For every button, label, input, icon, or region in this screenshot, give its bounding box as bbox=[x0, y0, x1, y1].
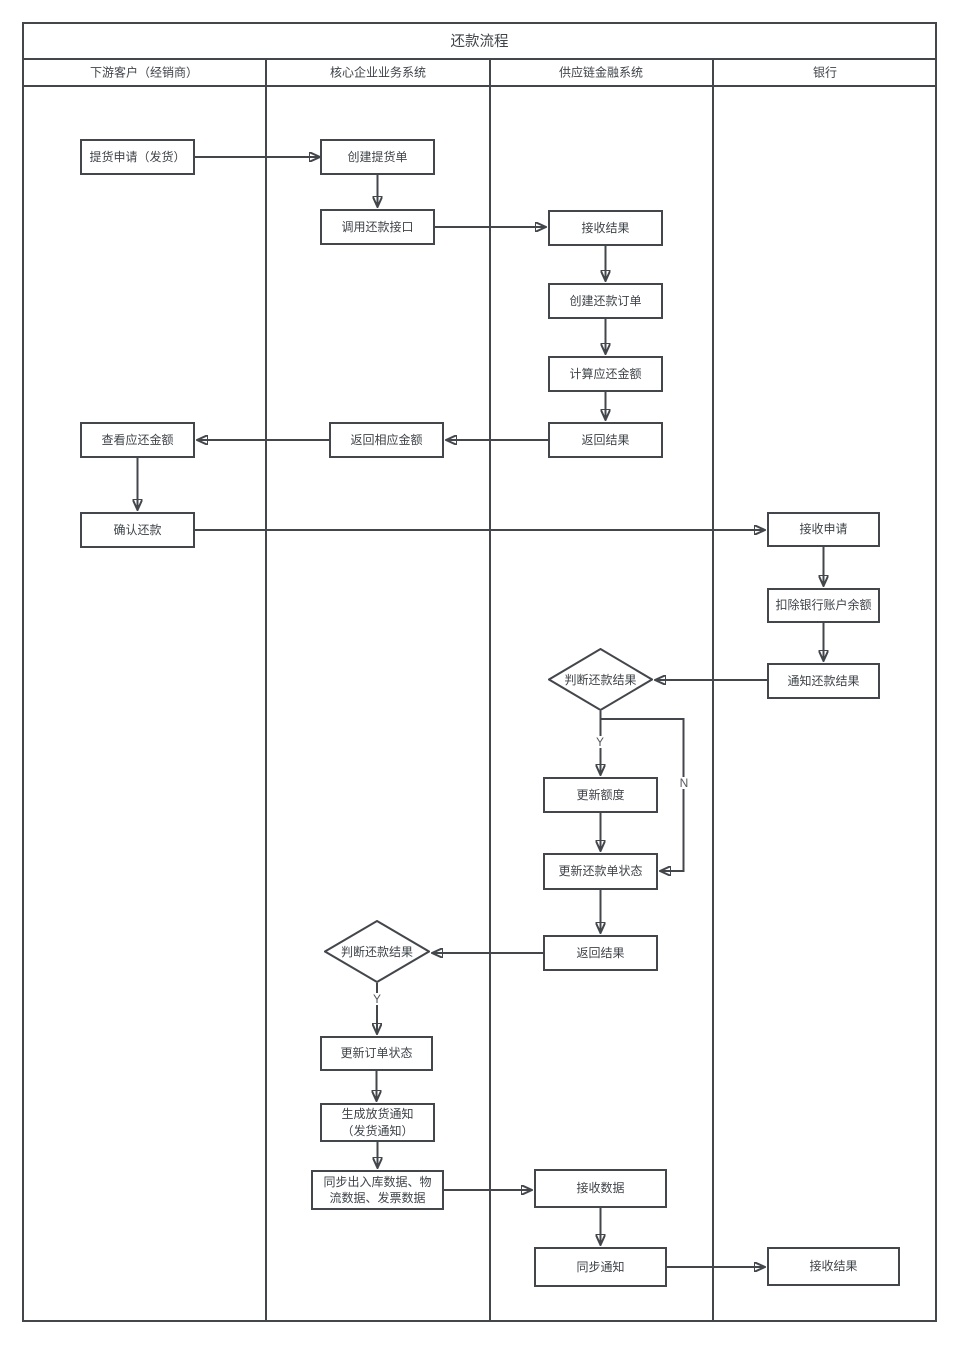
lane-header-bank: 银行 bbox=[812, 65, 838, 80]
branch-label-yes-core: Y bbox=[370, 992, 384, 1006]
node-pickup-request: 提货申请（发货） bbox=[80, 139, 195, 175]
diamond-shape bbox=[548, 648, 653, 711]
node-receive-application: 接收申请 bbox=[767, 512, 880, 547]
node-update-quota: 更新额度 bbox=[543, 777, 658, 813]
node-view-repayable-amount: 查看应还金额 bbox=[80, 422, 195, 458]
node-create-repayment-order: 创建还款订单 bbox=[548, 283, 663, 319]
title-separator-line bbox=[24, 58, 935, 60]
decision-judge-repayment-result-scf: 判断还款结果 bbox=[548, 648, 653, 711]
node-sync-notice: 同步通知 bbox=[534, 1247, 667, 1287]
branch-label-yes-scf: Y bbox=[593, 735, 607, 749]
decision-label: 判断还款结果 bbox=[340, 945, 413, 959]
node-update-repayment-status: 更新还款单状态 bbox=[543, 853, 658, 890]
branch-label-no-scf: N bbox=[677, 776, 691, 790]
node-return-result-scf2: 返回结果 bbox=[543, 935, 658, 971]
node-sync-warehouse-data: 同步出入库数据、物 流数据、发票数据 bbox=[311, 1170, 444, 1210]
node-receive-data: 接收数据 bbox=[534, 1169, 667, 1208]
node-return-amount: 返回相应金额 bbox=[329, 422, 444, 458]
lane-header-separator-line bbox=[24, 85, 935, 87]
decision-judge-repayment-result-core: 判断还款结果 bbox=[324, 920, 430, 983]
decision-label: 判断还款结果 bbox=[564, 673, 637, 687]
diagram-title: 还款流程 bbox=[450, 33, 509, 50]
node-call-repayment-api: 调用还款接口 bbox=[320, 209, 435, 245]
node-confirm-repayment: 确认还款 bbox=[80, 512, 195, 548]
lane-divider-3 bbox=[712, 58, 714, 1320]
lane-header-scf-system: 供应链金融系统 bbox=[558, 65, 644, 80]
node-calc-repayable-amount: 计算应还金额 bbox=[548, 356, 663, 392]
lane-divider-2 bbox=[489, 58, 491, 1320]
node-return-result-scf: 返回结果 bbox=[548, 422, 663, 458]
node-create-pickup-order: 创建提货单 bbox=[320, 139, 435, 175]
node-deduct-bank-balance: 扣除银行账户余额 bbox=[767, 588, 880, 623]
lane-header-core-enterprise-system: 核心企业业务系统 bbox=[329, 65, 427, 80]
node-receive-result-scf: 接收结果 bbox=[548, 210, 663, 246]
lane-divider-1 bbox=[265, 58, 267, 1320]
lane-header-downstream-customer: 下游客户（经销商） bbox=[89, 65, 199, 80]
node-update-order-status: 更新订单状态 bbox=[320, 1036, 433, 1071]
diamond-shape bbox=[324, 920, 430, 983]
node-generate-release-notice: 生成放货通知 （发货通知） bbox=[320, 1103, 435, 1142]
node-notify-repayment-result: 通知还款结果 bbox=[767, 663, 880, 699]
node-receive-result-bank: 接收结果 bbox=[767, 1247, 900, 1286]
